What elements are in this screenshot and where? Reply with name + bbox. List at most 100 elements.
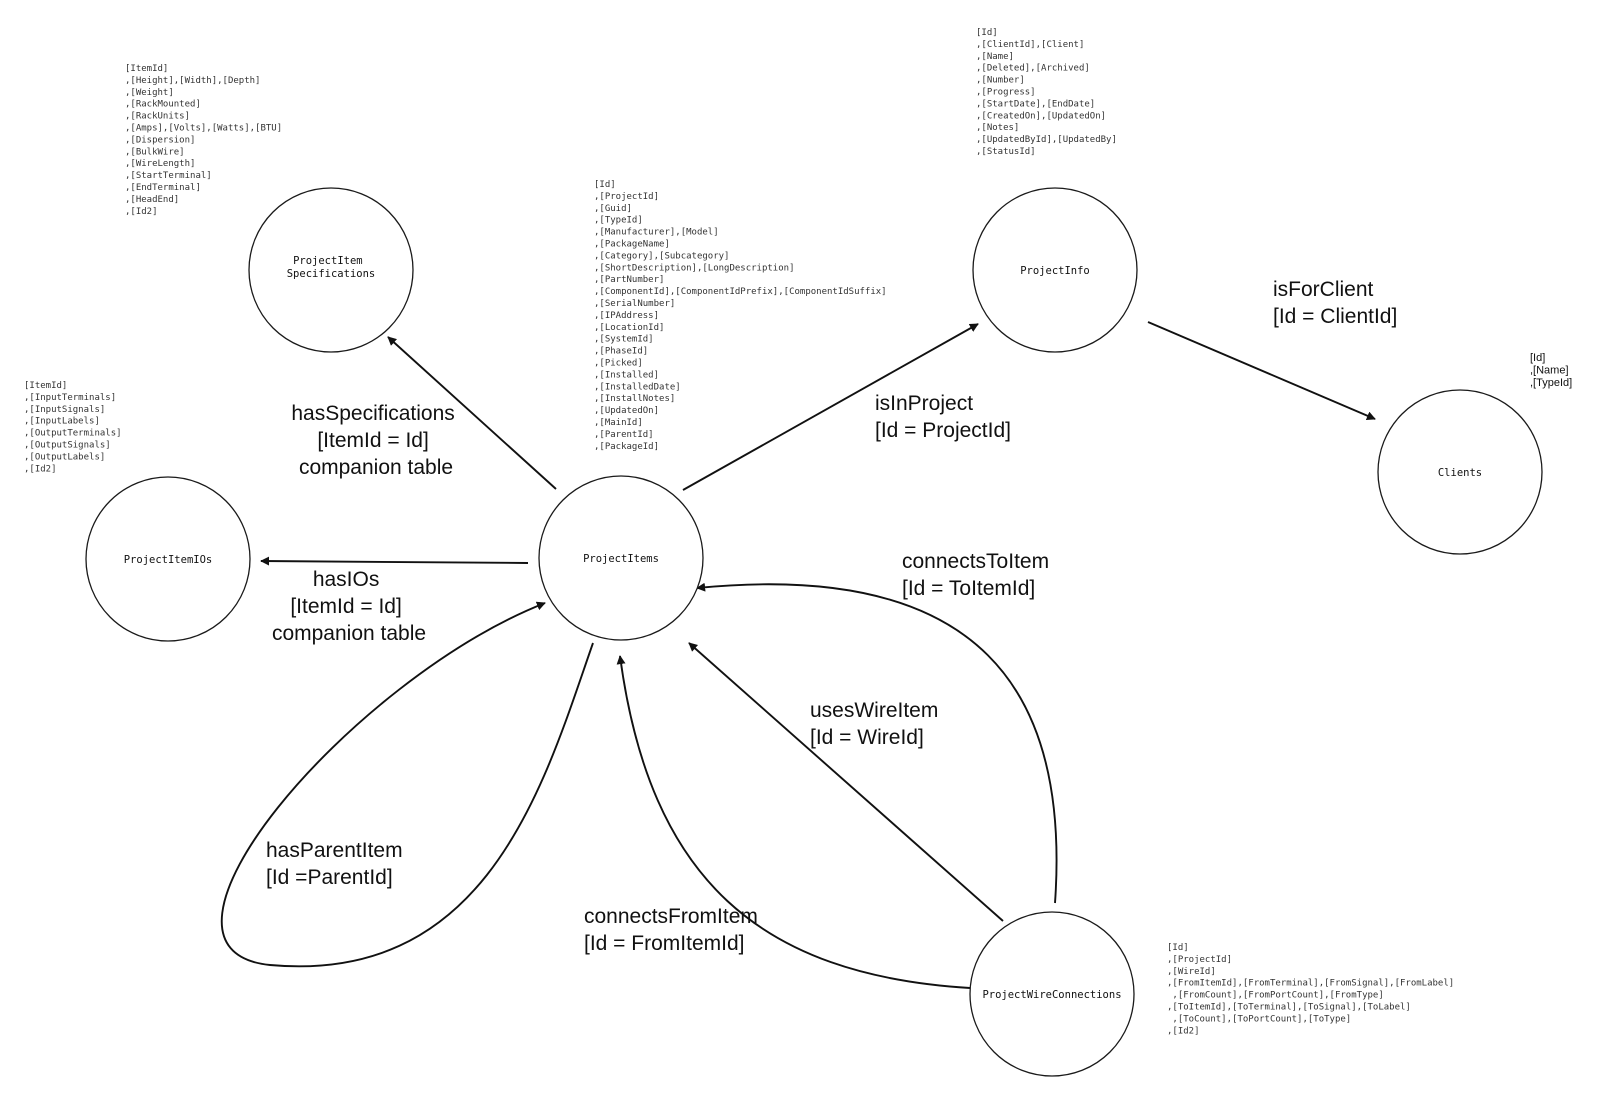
field-line: ,[UpdatedById],[UpdatedBy] [976, 135, 1117, 145]
node-label-project-info: ProjectInfo [1020, 265, 1090, 277]
field-line: ,[PartNumber] [594, 275, 664, 285]
field-line: ,[InstallNotes] [594, 394, 675, 404]
field-line: ,[Deleted],[Archived] [976, 64, 1090, 74]
field-line: ,[MainId] [594, 418, 643, 428]
field-line: ,[StatusId] [976, 147, 1036, 157]
node-project-items[interactable]: ProjectItems [538, 475, 704, 641]
edge-is-in-project [682, 323, 979, 491]
field-line: ,[Guid] [594, 204, 632, 214]
edge-label-connects-to-item: connectsToItem [Id = ToItemId] [902, 550, 1055, 600]
edge-label-connects-from-item: connectsFromItem [Id = FromItemId] [584, 905, 764, 955]
field-line: ,[Dispersion] [125, 135, 195, 145]
field-line: [ItemId] [125, 64, 168, 74]
field-line: [Id] [976, 28, 998, 38]
field-line: ,[PackageId] [594, 442, 659, 452]
field-line: ,[ToItemId],[ToTerminal],[ToSignal],[ToL… [1167, 1003, 1411, 1013]
field-line: ,[InputTerminals] [24, 393, 116, 403]
node-project-info[interactable]: ProjectInfo [972, 187, 1138, 353]
field-line: ,[SystemId] [594, 335, 654, 345]
fields-project-items: [Id] ,[ProjectId] ,[Guid] ,[TypeId] ,[Manufa… [594, 180, 887, 452]
field-line: ,[ClientId],[Client] [976, 40, 1084, 50]
edge-has-ios [260, 556, 529, 566]
fields-project-info: [Id] ,[ClientId],[Client] ,[Name] ,[Deleted… [976, 28, 1117, 157]
field-line: ,[Manufacturer],[Model] [594, 228, 719, 238]
edge-has-parent-item [220, 601, 594, 968]
field-line: [Id] [1167, 943, 1189, 953]
field-line: ,[Weight] [125, 88, 174, 98]
node-label-project-wire-connections: ProjectWireConnections [982, 989, 1121, 1001]
field-line: ,[StartDate],[EndDate] [976, 99, 1095, 109]
edge-label-has-ios: hasIOs [ItemId = Id] companion table [272, 568, 426, 645]
field-line: [ItemId] [24, 381, 67, 391]
field-line: [Id] [594, 180, 616, 190]
fields-project-item-specifications: [ItemId] ,[Height],[Width],[Depth] ,[Weigh… [125, 64, 282, 217]
node-label-project-item-ios: ProjectItemIOs [124, 554, 213, 566]
field-line: ,[StartTerminal] [125, 171, 212, 181]
field-line: ,[SerialNumber] [594, 299, 675, 309]
field-line: ,[ComponentId],[ComponentIdPrefix],[Comp… [594, 287, 887, 297]
node-clients[interactable]: Clients [1377, 389, 1543, 555]
edge-label-has-parent-item: hasParentItem [Id =ParentId] [266, 839, 408, 889]
field-line: ,[ParentId] [594, 430, 654, 440]
field-line: ,[UpdatedOn] [594, 406, 659, 416]
field-line: ,[TypeId] [594, 216, 643, 226]
edge-uses-wire-item [688, 642, 1004, 922]
field-line: ,[PackageName] [594, 240, 670, 250]
field-line: ,[Name] [1530, 365, 1569, 377]
edge-is-for-client [1147, 321, 1376, 420]
field-line: ,[Notes] [976, 123, 1019, 133]
edge-labels: hasSpecifications [ItemId = Id] companio… [266, 278, 1397, 955]
fields-project-wire-connections: [Id] ,[ProjectId] ,[WireId] ,[FromItemId],[… [1167, 943, 1454, 1036]
field-line: ,[TypeId] [1530, 377, 1572, 389]
field-line: ,[EndTerminal] [125, 183, 201, 193]
field-line: ,[Progress] [976, 88, 1036, 98]
field-line: ,[Name] [976, 52, 1014, 62]
field-lists: [ItemId] ,[Height],[Width],[Depth] ,[Weigh… [24, 28, 1572, 1036]
node-project-item-specifications[interactable]: ProjectItem Specifications [248, 187, 414, 353]
field-line: ,[IPAddress] [594, 311, 659, 321]
node-label-project-items: ProjectItems [583, 553, 659, 565]
edge-connects-to-item [696, 582, 1058, 904]
field-line: ,[Installed] [594, 370, 659, 380]
field-line: ,[LocationId] [594, 323, 664, 333]
field-line: ,[ProjectId] [594, 192, 659, 202]
node-project-wire-connections[interactable]: ProjectWireConnections [969, 911, 1135, 1077]
edge-has-specifications [387, 336, 557, 490]
field-line: ,[OutputSignals] [24, 441, 111, 451]
node-label-clients: Clients [1438, 467, 1482, 479]
field-line: ,[HeadEnd] [125, 195, 179, 205]
field-line: ,[Height],[Width],[Depth] [125, 76, 260, 86]
field-line: ,[OutputTerminals] [24, 429, 122, 439]
field-line: ,[ProjectId] [1167, 955, 1232, 965]
node-project-item-ios[interactable]: ProjectItemIOs [85, 476, 251, 642]
edge-label-uses-wire-item: usesWireItem [Id = WireId] [810, 699, 944, 749]
field-line: ,[Id2] [1167, 1026, 1200, 1036]
field-line: ,[Category],[Subcategory] [594, 251, 729, 261]
field-line: ,[InputLabels] [24, 417, 100, 427]
fields-clients: [Id],[Name],[TypeId] [1530, 352, 1572, 389]
field-line: ,[ToCount],[ToPortCount],[ToType] [1167, 1014, 1351, 1024]
edge-label-is-for-client: isForClient [Id = ClientId] [1273, 278, 1397, 328]
field-line: ,[OutputLabels] [24, 452, 105, 462]
field-line: ,[WireId] [1167, 967, 1216, 977]
nodes: ProjectItems ProjectItem Specifications … [85, 187, 1543, 1077]
field-line: [Id] [1530, 352, 1545, 364]
field-line: ,[PhaseId] [594, 347, 648, 357]
field-line: ,[FromItemId],[FromTerminal],[FromSignal… [1167, 979, 1454, 989]
node-label-project-item-specifications: ProjectItem Specifications [287, 255, 376, 280]
field-line: ,[FromCount],[FromPortCount],[FromType] [1167, 991, 1384, 1001]
field-line: ,[BulkWire] [125, 147, 185, 157]
edge-label-has-specifications: hasSpecifications [ItemId = Id] companio… [291, 402, 460, 479]
field-line: ,[RackUnits] [125, 112, 190, 122]
field-line: ,[Amps],[Volts],[Watts],[BTU] [125, 124, 282, 134]
field-line: ,[CreatedOn],[UpdatedOn] [976, 111, 1106, 121]
fields-project-item-ios: [ItemId],[InputTerminals],[InputSignals]… [24, 381, 122, 474]
edge-connects-from-item [616, 655, 971, 989]
field-line: ,[Id2] [125, 207, 158, 217]
field-line: ,[ShortDescription],[LongDescription] [594, 263, 794, 273]
field-line: ,[RackMounted] [125, 100, 201, 110]
edge-label-is-in-project: isInProject [Id = ProjectId] [875, 392, 1011, 442]
field-line: ,[Id2] [24, 464, 57, 474]
field-line: ,[Number] [976, 76, 1025, 86]
